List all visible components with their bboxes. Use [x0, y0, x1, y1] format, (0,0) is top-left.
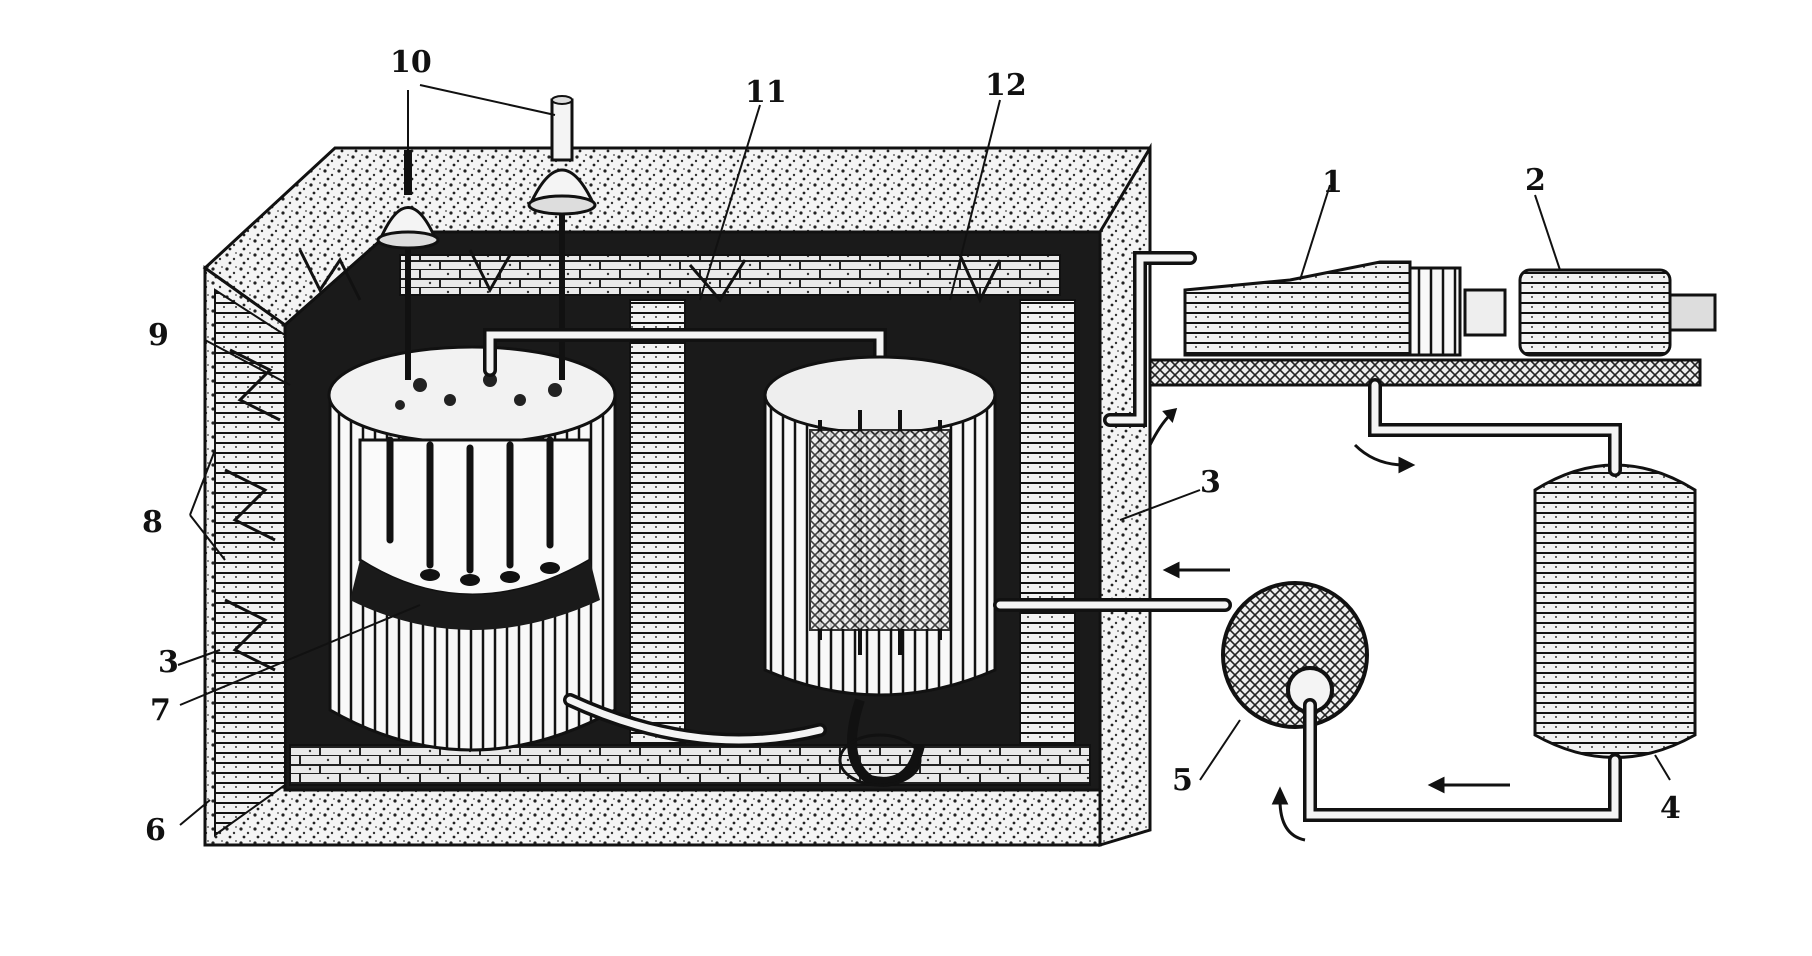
feed-pump — [1221, 581, 1369, 729]
brick-lining-floor — [289, 744, 1091, 786]
steam-generator — [763, 355, 997, 787]
label-5: 5 — [1172, 763, 1193, 798]
dividing-wall — [629, 299, 686, 746]
label-7: 7 — [150, 693, 171, 728]
turbine-generator-set — [1148, 260, 1717, 387]
label-3-right: 3 — [1200, 465, 1221, 500]
feedwater-pipes — [993, 598, 1622, 822]
leader-lines — [177, 84, 1671, 826]
label-11: 11 — [745, 75, 787, 110]
primary-pipes — [483, 328, 887, 747]
label-10: 10 — [390, 45, 432, 80]
label-12: 12 — [985, 68, 1027, 103]
thermal-insulation — [224, 249, 1002, 672]
right-inner-wall — [1019, 299, 1076, 746]
condenser — [1533, 463, 1697, 759]
reactor-vessel — [327, 345, 617, 752]
label-2: 2 — [1525, 163, 1546, 198]
label-6: 6 — [145, 813, 166, 848]
brick-lining-left — [214, 288, 286, 837]
label-3-left: 3 — [158, 645, 179, 680]
label-1: 1 — [1322, 165, 1343, 200]
label-4: 4 — [1660, 791, 1681, 826]
control-rod-drives — [376, 95, 597, 380]
label-8: 8 — [142, 505, 163, 540]
brick-lining-back — [399, 254, 1061, 296]
exhaust-pipe — [1368, 378, 1622, 477]
label-9: 9 — [148, 318, 169, 353]
steam-pipe — [1103, 251, 1197, 427]
flow-arrows — [1148, 408, 1510, 842]
